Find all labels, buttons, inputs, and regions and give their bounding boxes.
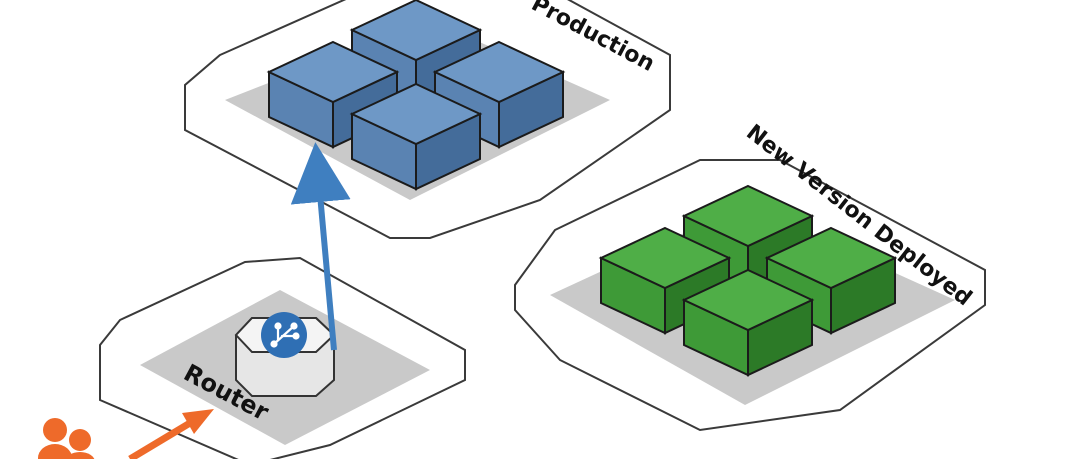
user-head (69, 429, 91, 451)
users-icon (38, 418, 95, 459)
server-block-top (266, 40, 400, 104)
router-to-production-arrow (290, 142, 351, 351)
server-block (349, 82, 483, 191)
router-node (234, 312, 336, 397)
router-platform: Router (99, 256, 466, 459)
fork-glyph (270, 322, 300, 348)
new-version-platform: New Version Deployed (514, 120, 986, 432)
server-block-top (598, 226, 732, 290)
server-block (764, 226, 898, 335)
production-platform: Production (184, 0, 671, 239)
user-head (43, 418, 67, 442)
orange-arrowhead (182, 409, 214, 434)
production-servers (266, 0, 566, 191)
server-block (681, 268, 815, 377)
server-block-top (764, 226, 898, 290)
users-to-router-arrow (128, 409, 214, 459)
server-block-top (681, 268, 815, 332)
server-block-top (432, 40, 566, 104)
server-block-top (681, 184, 815, 248)
user-body (65, 452, 95, 459)
new-version-servers (598, 184, 898, 377)
server-block-top (349, 0, 483, 62)
user-body (38, 444, 72, 459)
server-block-top (349, 82, 483, 146)
